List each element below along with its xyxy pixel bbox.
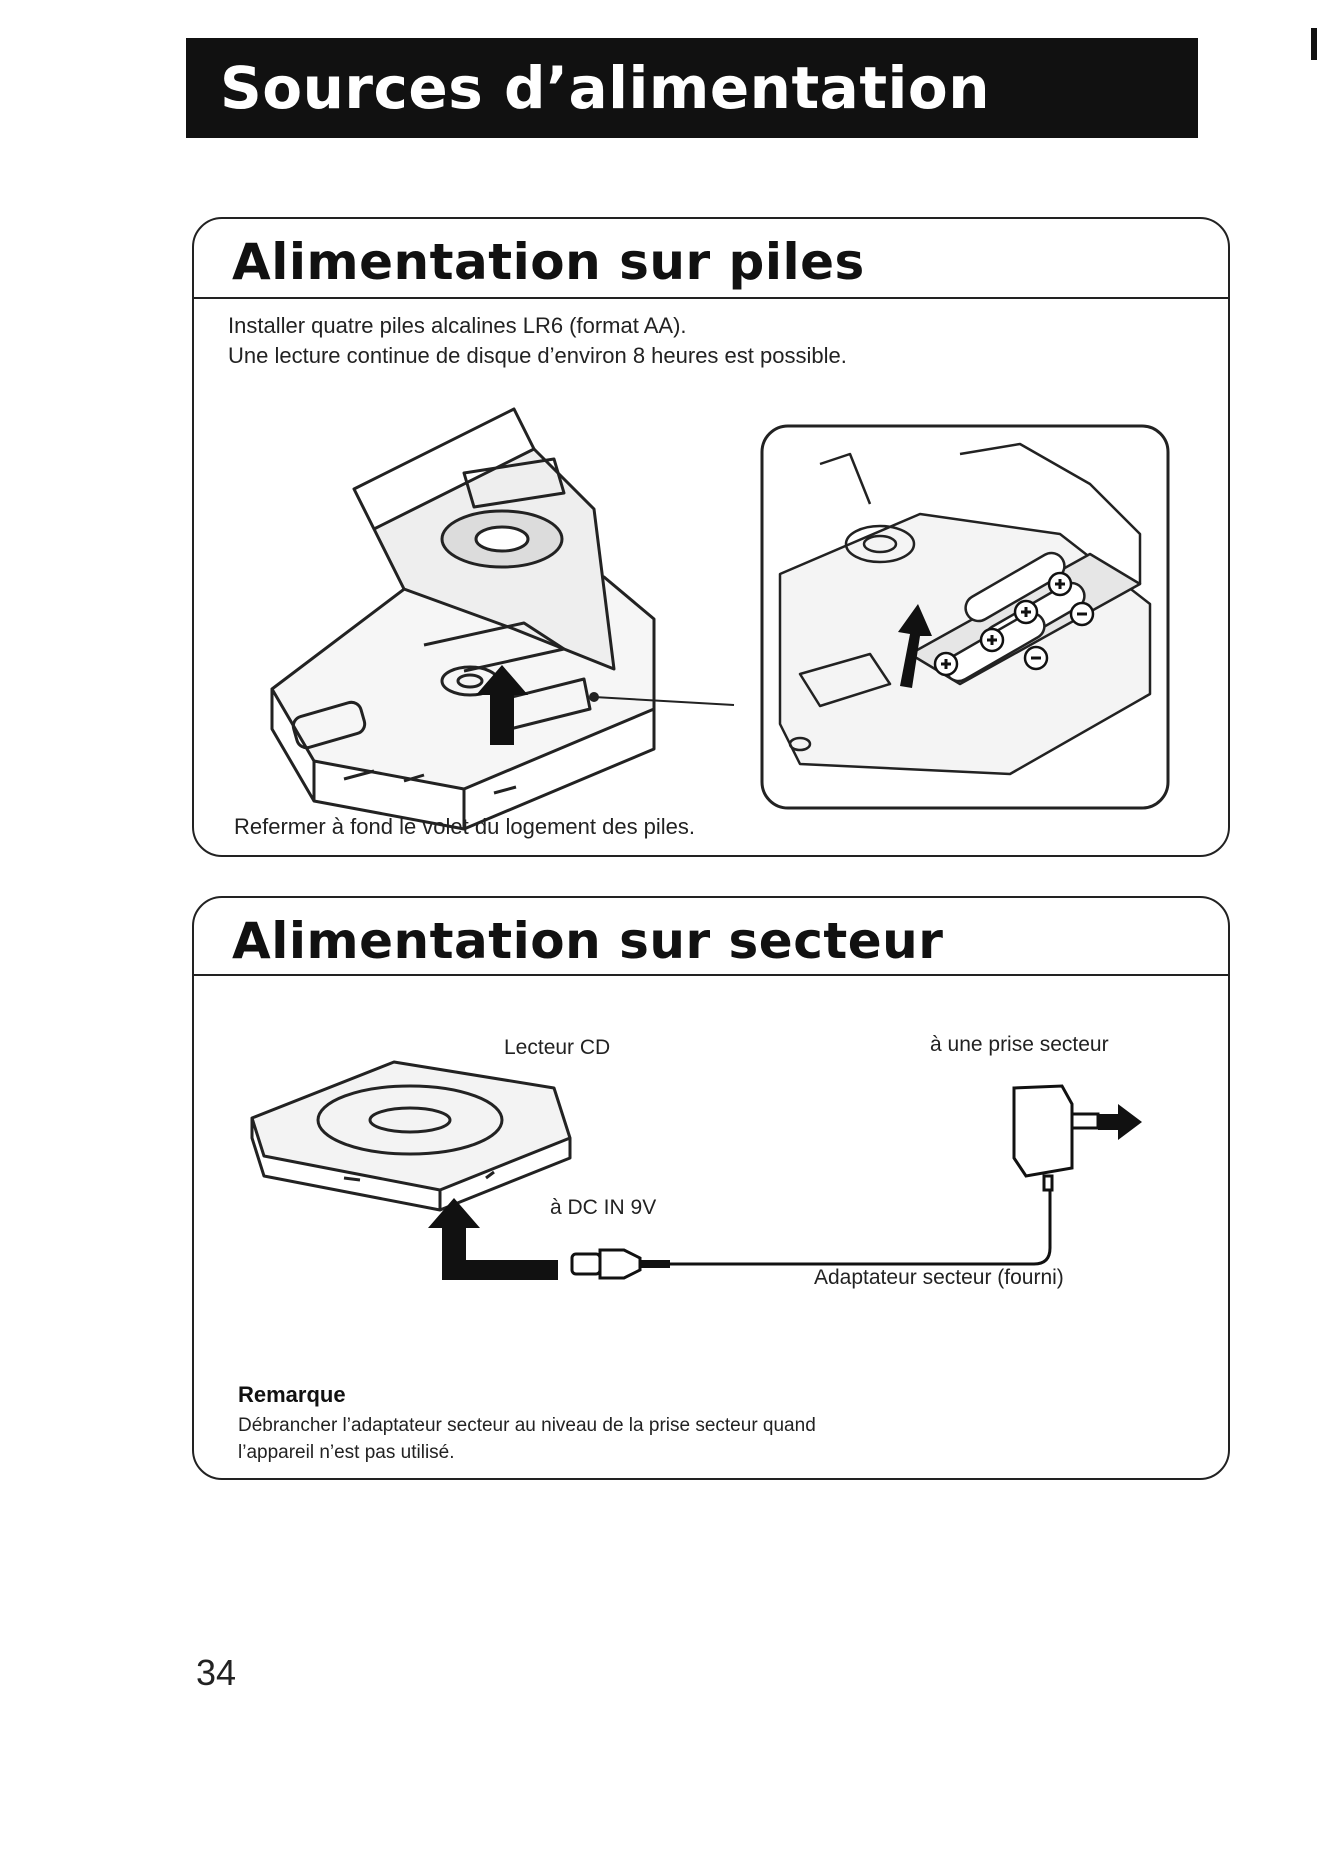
cd-player-label: Lecteur CD [504,1036,611,1059]
outlet-label: à une prise secteur [930,1033,1109,1056]
mains-section-title: Alimentation sur secteur [232,912,944,970]
mains-connection-illustration [250,1060,1142,1280]
page-number: 34 [196,1652,237,1693]
cd-player-open-illustration [270,407,735,831]
mains-power-section: Alimentation sur secteur Lecteur CD à un… [192,896,1230,1480]
page-edge-marker [1311,28,1317,60]
battery-instruction-2: Une lecture continue de disque d’environ… [228,343,847,368]
remark-heading: Remarque [238,1382,346,1407]
adapter-label: Adaptateur secteur (fourni) [814,1266,1064,1289]
battery-power-section: Alimentation sur piles Installer quatre … [192,217,1230,857]
remark-line-1: Débrancher l’adaptateur secteur au nivea… [238,1415,816,1436]
mains-section-divider [194,974,1228,976]
page-title: Sources d’alimentation [220,54,991,122]
battery-section-divider [194,297,1228,299]
dc-in-label: à DC IN 9V [550,1196,657,1219]
page-header-banner: Sources d’alimentation [186,38,1198,138]
battery-instruction-1: Installer quatre piles alcalines LR6 (fo… [228,313,687,338]
battery-section-title: Alimentation sur piles [232,233,865,291]
remark-line-2: l’appareil n’est pas utilisé. [238,1442,455,1463]
battery-compartment-closeup-illustration [760,424,1170,810]
battery-caption: Refermer à fond le volet du logement des… [234,814,696,839]
